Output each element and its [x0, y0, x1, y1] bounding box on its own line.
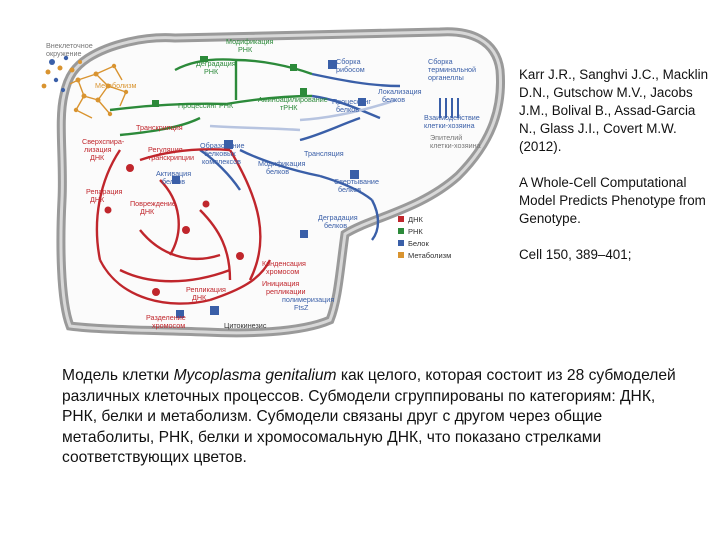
citation-title: A Whole-Cell Computational Model Predict…: [519, 175, 706, 226]
terminal-organelle-structure: [439, 98, 459, 118]
citation-authors: Karr J.R., Sanghvi J.C., Macklin D.N., G…: [519, 67, 709, 154]
protein-pathways: [199, 72, 401, 241]
caption-species-name: Mycoplasma genitalium: [173, 367, 337, 384]
legend-label-metabolism: Метаболизм: [408, 251, 451, 260]
legend-swatch-dna: [398, 216, 404, 222]
extracellular-metabolites: [41, 55, 82, 93]
legend-swatch-metabolism: [398, 252, 404, 258]
legend-label-rna: РНК: [408, 227, 423, 236]
dna-pathways: [95, 148, 272, 305]
legend: ДНК РНК Белок Метаболизм: [398, 215, 451, 260]
legend-label-dna: ДНК: [408, 215, 423, 224]
citation-block: Karr J.R., Sanghvi J.C., Macklin D.N., G…: [519, 66, 709, 282]
legend-swatch-protein: [398, 240, 404, 246]
caption-text-start: Модель клетки: [62, 367, 174, 384]
label-transcription: Транскрипция: [136, 123, 183, 132]
label-rna-processing: Процессинг РНК: [178, 101, 234, 110]
figure-caption: Модель клетки Mycoplasma genitalium как …: [62, 366, 682, 469]
legend-label-protein: Белок: [408, 239, 429, 248]
caption-text-rest: как целого, которая состоит из 28 субмод…: [62, 367, 676, 467]
citation-source: Cell 150, 389–401;: [519, 247, 632, 262]
label-translation: Трансляция: [304, 149, 344, 158]
legend-swatch-rna: [398, 228, 404, 234]
label-cytokinesis: Цитокинезис: [224, 321, 267, 330]
label-metabolism: Метаболизм: [95, 81, 136, 90]
